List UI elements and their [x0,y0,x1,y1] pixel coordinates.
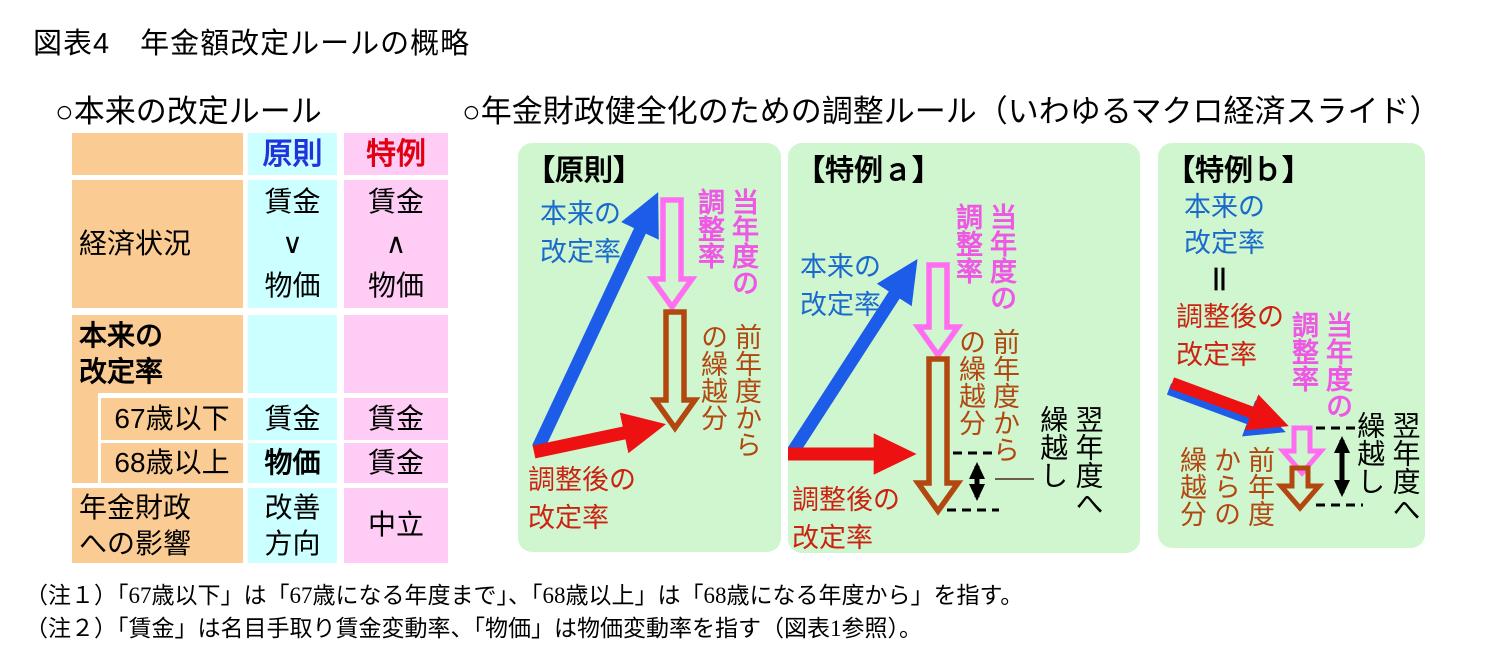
adjusted-rate-label: 調整後の 改定率 [1176,302,1284,370]
adjusted-rate-label: 調整後の 改定率 [792,485,900,553]
original-rate-arrow [532,192,659,451]
next-carryover-label: 翌年度へ繰越し [1354,411,1421,523]
table-cell-economic-special: 賃金 ∧ 物価 [344,180,448,308]
original-rate-arrow [788,258,918,457]
prev-carryover-label: 前年度からの繰越分 [1176,446,1275,527]
current-adjustment-label: 当年度の調整率 [952,203,1017,311]
prev-carryover-arrow [1275,465,1325,512]
table-cell-age67-label: 67歳以下 [101,398,243,440]
prev-carryover-label: 前年度からの繰越分 [955,328,1020,463]
adjusted-rate-arrow [532,412,666,459]
table-cell-economic-label: 経済状況 [72,180,243,308]
current-adjustment-arrow [646,197,698,312]
next-carryover-label: 翌年度へ繰越し [1037,405,1104,517]
panel-principle-title: 【原則】 [526,155,643,187]
current-adjustment-arrow [1277,425,1327,477]
panel-special-a-arrows [788,258,1034,516]
panel-special-a: 【特例ａ】 本来の 改定率 当年度の調整率 前年度からの繰越分 調整後の 改定率… [788,143,1140,553]
current-adjustment-arrow [912,262,964,360]
table-cell-finance-special: 中立 [344,488,448,563]
original-rate-label: 本来の 改定率 [540,199,621,267]
table-corner-cell [72,133,243,175]
table-original-rate-strip [72,393,98,483]
current-adjustment-label: 当年度の調整率 [1288,311,1353,419]
table-cell-age68-principle: 物価 [248,443,337,483]
figure-title: 図表4 年金額改定ルールの概略 [33,28,471,60]
table-header-special: 特例 [344,133,448,175]
original-rate-label: 本来の 改定率 [800,252,881,320]
panel-special-a-title: 【特例ａ】 [796,155,942,187]
table-cell-economic-principle: 賃金 ∨ 物価 [248,180,337,308]
original-rate-label: 本来の 改定率 [1184,192,1265,258]
left-section-heading: ○本来の改定ルール [55,94,322,129]
footnotes: （注１）「67歳以下」は「67歳になる年度まで」、「68歳以上」は「68歳になる… [25,579,1023,645]
panel-special-b-title: 【特例ｂ】 [1166,155,1312,187]
table-cell-finance-principle: 改善 方向 [248,488,337,563]
right-section-heading: ○年金財政健全化のための調整ルール（いわゆるマクロ経済スライド） [462,94,1441,129]
table-cell-age67-principle: 賃金 [248,398,337,440]
panel-principle-arrows [532,192,701,459]
adjusted-rate-label: 調整後の 改定率 [528,465,636,533]
equals-sign: ＝ [1201,264,1234,294]
table-cell-original-rate-label: 本来の 改定率 [72,315,243,393]
table-cell-original-rate-special [344,315,448,393]
table-cell-finance-label: 年金財政 への影響 [72,488,243,563]
table-cell-age68-special: 賃金 [344,443,448,483]
table-cell-age67-special: 賃金 [344,398,448,440]
panel-special-b: 【特例ｂ】 本来の 改定率 ＝ 調整後の 改定率 当年度の調整率 前年度からの繰… [1158,143,1425,548]
prev-carryover-label: 前年度からの繰越分 [697,323,762,458]
prev-carryover-arrow [649,309,701,433]
current-adjustment-label: 当年度の調整率 [694,188,759,296]
table-cell-age68-label: 68歳以上 [101,443,243,483]
panel-principle: 【原則】 本来の 改定率 当年度の調整率 前年度からの繰越分 調整後の 改定率 [518,143,781,552]
table-cell-original-rate-principle [248,315,337,393]
adjusted-rate-arrow [1169,377,1289,431]
footnote-1: （注１）「67歳以下」は「67歳になる年度まで」、「68歳以上」は「68歳になる… [25,583,1024,608]
prev-carryover-arrow [912,356,964,516]
footnote-2: （注２）「賃金」は名目手取り賃金変動率、「物価」は物価変動率を指す（図表1参照）… [25,616,922,641]
table-header-principle: 原則 [248,133,337,175]
panel-special-b-arrows [1166,377,1363,512]
